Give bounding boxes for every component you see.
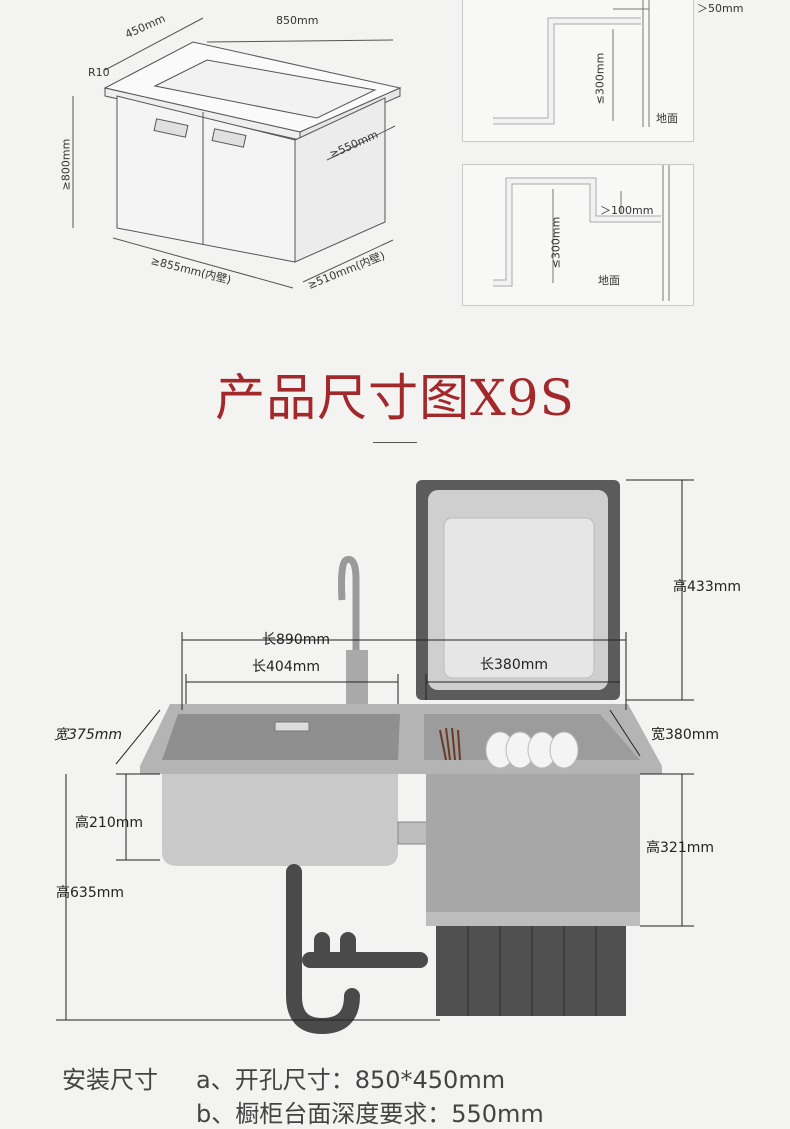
dishwasher-body xyxy=(426,774,640,926)
title-divider xyxy=(373,442,417,443)
product-illustration xyxy=(56,479,694,1035)
drain-top-height-label: ≤300mm xyxy=(593,52,607,105)
drain-diagram-top xyxy=(462,0,694,142)
dimension-lines xyxy=(56,479,694,1021)
faucet xyxy=(338,555,360,710)
drain-top-gap-label: ＞50mm xyxy=(697,2,744,15)
dishes xyxy=(485,731,579,769)
drain-diagram-bottom xyxy=(462,164,694,306)
height-washer-body-label: 高321mm xyxy=(646,840,714,856)
drain-top-floor-label: 地面 xyxy=(656,112,678,125)
cabinet-radius-label: R10 xyxy=(88,66,110,79)
cabinet-width-label: 850mm xyxy=(276,14,319,27)
height-total-label: 高635mm xyxy=(56,885,124,901)
len-total-label: 长890mm xyxy=(262,632,330,648)
drain-top-drawing xyxy=(493,0,650,127)
drain-bottom-drawing xyxy=(493,165,670,301)
drain-bottom-height-label: ≤300mm xyxy=(549,216,563,269)
install-line-b: b、橱柜台面深度要求：550mm xyxy=(196,1100,544,1128)
drain-bottom-floor-label: 地面 xyxy=(598,274,620,287)
install-heading: 安装尺寸 xyxy=(62,1066,158,1094)
len-sink-label: 长404mm xyxy=(252,659,320,675)
height-washer-top-label: 高433mm xyxy=(673,579,741,595)
width-sink-label: 宽375mm xyxy=(54,727,122,743)
len-washer-label: 长380mm xyxy=(480,657,548,673)
cabinet-height-label: ≥800mm xyxy=(59,138,73,191)
sink-basin xyxy=(162,774,398,866)
drain-bottom-gap-label: ＞100mm xyxy=(600,204,654,217)
chopsticks xyxy=(439,727,461,761)
width-washer-label: 宽380mm xyxy=(651,727,719,743)
page-title: 产品尺寸图X9S xyxy=(215,369,575,427)
cabinet-diagram xyxy=(72,17,402,289)
drain-pipes xyxy=(286,864,428,1035)
height-basin-label: 高210mm xyxy=(75,815,143,831)
install-line-a: a、开孔尺寸：850*450mm xyxy=(196,1066,506,1094)
